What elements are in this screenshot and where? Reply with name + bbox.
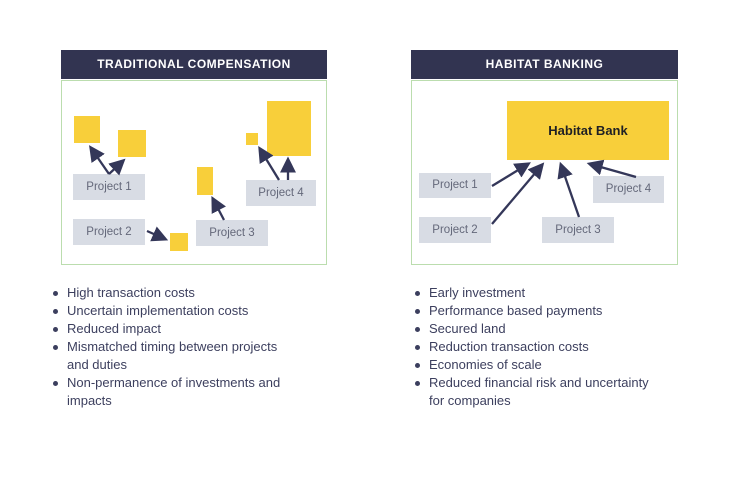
list-item: Performance based payments [410,302,720,320]
left-project-4-box: Project 4 [246,180,316,206]
habitat-banking-diagram: Habitat Bank Project 1 Project 2 Project… [411,80,678,265]
left-project-1-box: Project 1 [73,174,145,200]
traditional-compensation-bullets: High transaction costs Uncertain impleme… [48,284,358,410]
right-project-2-box: Project 2 [419,217,491,243]
habitat-patch-4b [267,101,311,156]
list-item: Uncertain implementation costs [48,302,358,320]
right-project-1-box: Project 1 [419,173,491,198]
left-project-3-box: Project 3 [196,220,268,246]
right-project-3-box: Project 3 [542,217,614,243]
habitat-bank-box: Habitat Bank [507,101,669,160]
traditional-compensation-header: TRADITIONAL COMPENSATION [61,50,327,79]
list-item: Secured land [410,320,720,338]
habitat-patch-1b [118,130,146,157]
list-item: Mismatched timing between projects and d… [48,338,358,374]
habitat-patch-2 [170,233,188,251]
arrow-project1-to-bank [491,162,531,187]
habitat-banking-header: HABITAT BANKING [411,50,678,79]
arrow-project2-to-patch2 [146,226,169,242]
traditional-compensation-diagram: Project 1 Project 2 Project 3 Project 4 [61,80,327,265]
habitat-patch-3 [197,167,213,195]
left-project-2-box: Project 2 [73,219,145,245]
list-item: Reduced financial risk and uncertainty f… [410,374,720,410]
list-item: Early investment [410,284,720,302]
habitat-banking-bullets: Early investment Performance based payme… [410,284,720,410]
list-item: Reduced impact [48,320,358,338]
arrow-project1-to-patch1b [108,158,126,176]
list-item: Economies of scale [410,356,720,374]
right-project-4-box: Project 4 [593,176,664,203]
arrow-project2-to-bank [491,162,545,225]
arrow-project3-to-bank [557,161,581,218]
list-item: High transaction costs [48,284,358,302]
habitat-patch-1a [74,116,100,143]
list-item: Reduction transaction costs [410,338,720,356]
arrow-project3-to-patch3 [211,195,227,221]
arrow-project1-to-patch1a [89,145,110,175]
habitat-patch-4a [246,133,258,145]
list-item: Non-permanence of investments and impact… [48,374,358,410]
